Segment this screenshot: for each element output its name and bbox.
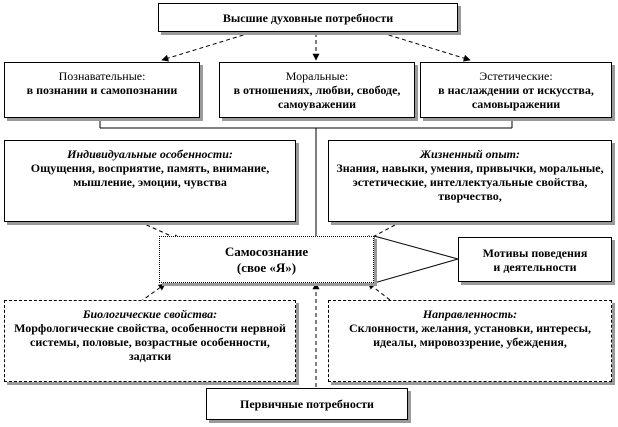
- moral-needs-box: Моральные: в отношениях, любви, свободе,…: [219, 62, 415, 118]
- orientation-box: Направленность: Склонности, желания, уст…: [328, 300, 612, 382]
- life-experience-title: Жизненный опыт:: [419, 147, 520, 161]
- biological-properties-title: Биологические свойства:: [82, 307, 218, 321]
- aesthetic-needs-title: Эстетические:: [479, 69, 553, 83]
- arrow-to-cognitive: [161, 32, 251, 62]
- individual-traits-title: Индивидуальные особенности:: [67, 147, 233, 161]
- arrow-to-aesthetic: [381, 32, 471, 62]
- arrow-orientation-to-self: [367, 282, 391, 301]
- motives-box: Мотивы поведения и деятельности: [458, 237, 612, 282]
- triangle-arrow: [373, 235, 460, 284]
- arrow-biological-to-self: [139, 283, 166, 303]
- self-consciousness-line2: (свое «Я»): [236, 259, 297, 275]
- individual-traits-box: Индивидуальные особенности: Ощущения, во…: [4, 140, 296, 222]
- primary-needs-title: Первичные потребности: [240, 397, 374, 411]
- cognitive-needs-text: в познании и самопознании: [26, 83, 178, 97]
- motives-line2: и деятельности: [493, 259, 577, 274]
- orientation-text: Склонности, желания, установки, интересы…: [348, 321, 591, 349]
- cognitive-needs-box: Познавательные: в познании и самопознани…: [4, 62, 200, 118]
- aesthetic-needs-box: Эстетические: в наслаждении от искусства…: [420, 62, 612, 118]
- moral-needs-text: в отношениях, любви, свободе, самоуважен…: [233, 83, 401, 111]
- orientation-title: Направленность:: [422, 307, 518, 321]
- biological-properties-text: Морфологические свойства, особенности не…: [14, 321, 286, 363]
- aesthetic-needs-text: в наслаждении от искусства, самовыражени…: [438, 83, 594, 111]
- higher-needs-title: Высшие духовные потребности: [222, 10, 394, 25]
- moral-needs-title: Моральные:: [285, 69, 349, 83]
- life-experience-box: Жизненный опыт: Знания, навыки, умения, …: [328, 140, 612, 222]
- biological-properties-box: Биологические свойства: Морфологические …: [4, 300, 296, 382]
- self-consciousness-box: Самосознание (свое «Я»): [159, 236, 374, 283]
- primary-needs-box: Первичные потребности: [206, 388, 408, 420]
- life-experience-text: Знания, навыки, умения, привычки, мораль…: [336, 161, 604, 203]
- higher-needs-box: Высшие духовные потребности: [158, 3, 458, 32]
- individual-traits-text: Ощущения, восприятие, память, внимание, …: [30, 161, 270, 189]
- motives-line1: Мотивы поведения: [482, 245, 588, 260]
- self-consciousness-line1: Самосознание: [224, 243, 309, 259]
- cognitive-needs-title: Познавательные:: [58, 69, 146, 83]
